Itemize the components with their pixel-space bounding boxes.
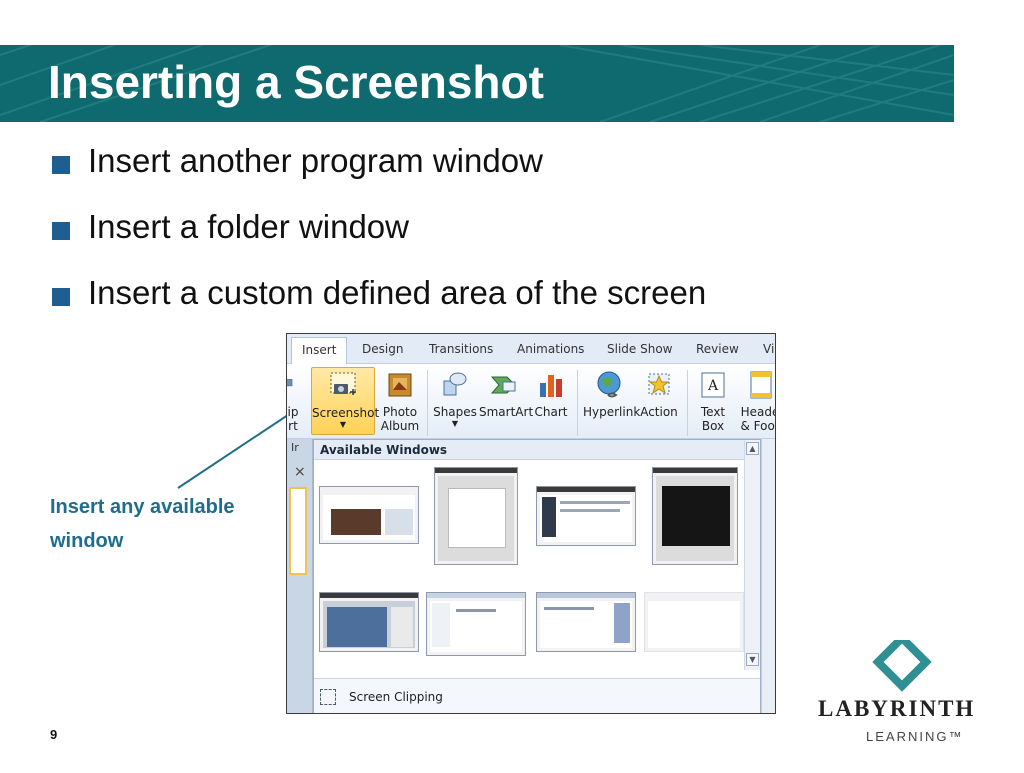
- tab-transitions[interactable]: Transitions: [429, 342, 494, 356]
- smartart-button[interactable]: SmartArt: [479, 367, 533, 435]
- logo-wordmark: LABYRINTH: [818, 696, 976, 721]
- group-label-fragment: Ir: [291, 441, 299, 454]
- screen-clipping-button[interactable]: Screen Clipping: [314, 678, 760, 713]
- ribbon-screenshot: Insert Design Transitions Animations Sli…: [286, 333, 776, 714]
- slide-thumbnail[interactable]: [289, 487, 307, 575]
- square-bullet-icon: [52, 222, 70, 240]
- bullet-text: Insert a custom defined area of the scre…: [88, 274, 707, 311]
- shapes-icon: [443, 372, 467, 396]
- window-thumbnail[interactable]: [644, 592, 744, 652]
- page-number: 9: [50, 727, 58, 742]
- smartart-icon: [490, 376, 516, 394]
- hyperlink-globe-icon: [597, 371, 621, 398]
- bullet-list: Insert another program window Insert a f…: [52, 142, 706, 340]
- svg-text:A: A: [707, 378, 719, 394]
- tab-slide-show[interactable]: Slide Show: [607, 342, 673, 356]
- window-thumbnail[interactable]: [536, 486, 636, 546]
- window-thumbnail[interactable]: [319, 592, 419, 652]
- labyrinth-diamond-icon: [872, 632, 932, 692]
- square-bullet-icon: [52, 288, 70, 306]
- ribbon-separator: [427, 370, 428, 436]
- tab-view[interactable]: Vi: [763, 342, 775, 356]
- shapes-button[interactable]: Shapes ▼: [433, 367, 477, 435]
- scroll-up-icon[interactable]: ▲: [746, 442, 759, 455]
- scroll-down-icon[interactable]: ▼: [746, 653, 759, 666]
- close-icon[interactable]: ×: [294, 464, 306, 480]
- window-thumbnail[interactable]: [426, 592, 526, 656]
- logo-subtitle: LEARNING™: [866, 729, 964, 744]
- chart-icon: [540, 375, 562, 397]
- photo-album-icon: [388, 373, 412, 397]
- slide-title: Inserting a Screenshot: [48, 56, 544, 108]
- gallery-heading: Available Windows: [314, 440, 760, 460]
- window-thumbnail[interactable]: [536, 592, 636, 652]
- right-pane-strip: [761, 439, 775, 713]
- bullet-item: Insert a folder window: [52, 208, 706, 274]
- action-button[interactable]: Action: [639, 367, 679, 435]
- bullet-item: Insert a custom defined area of the scre…: [52, 274, 706, 340]
- tab-insert[interactable]: Insert: [291, 337, 348, 364]
- window-thumbnail[interactable]: [319, 486, 419, 544]
- ribbon-separator: [687, 370, 688, 436]
- chevron-down-icon: ▼: [339, 420, 347, 429]
- chart-button[interactable]: Chart: [533, 367, 569, 435]
- title-band-pattern: [0, 45, 954, 122]
- header-footer-icon: [750, 371, 772, 399]
- tab-review[interactable]: Review: [696, 342, 739, 356]
- title-band: Inserting a Screenshot: [0, 45, 954, 122]
- text-box-button[interactable]: A Text Box: [693, 367, 733, 435]
- header-footer-button[interactable]: Heade & Foot: [737, 367, 775, 435]
- available-windows-gallery: Available Windows: [313, 439, 761, 713]
- screenshot-button[interactable]: Screenshot ▼: [311, 367, 379, 435]
- text-box-icon: A: [701, 372, 725, 398]
- window-thumbnail[interactable]: [652, 467, 738, 565]
- bullet-text: Insert a folder window: [88, 208, 409, 245]
- screen-clipping-label: Screen Clipping: [349, 690, 443, 704]
- ribbon-tab-bar: Insert Design Transitions Animations Sli…: [287, 334, 775, 364]
- labyrinth-logo: LABYRINTH LEARNING™: [810, 632, 1010, 750]
- window-thumbnail[interactable]: [434, 467, 518, 565]
- bullet-item: Insert another program window: [52, 142, 706, 208]
- clip-art-button[interactable]: ip rt: [287, 367, 303, 435]
- screenshot-icon: [330, 372, 356, 395]
- callout-text: Insert any available window: [50, 496, 235, 552]
- tab-design[interactable]: Design: [362, 342, 404, 356]
- photo-album-button[interactable]: Photo Album: [379, 367, 421, 435]
- ribbon-separator: [577, 370, 578, 436]
- screen-clipping-icon: [320, 689, 336, 705]
- chevron-down-icon: ▼: [451, 419, 459, 428]
- ribbon-toolbar: ip rt Screenshot ▼ Photo Album: [287, 364, 775, 439]
- square-bullet-icon: [52, 156, 70, 174]
- clip-art-icon: [287, 379, 293, 387]
- bullet-text: Insert another program window: [88, 142, 543, 179]
- hyperlink-button[interactable]: Hyperlink: [583, 367, 640, 435]
- slide-pane-strip: Ir ×: [287, 439, 313, 713]
- action-star-icon: [648, 373, 670, 395]
- tab-animations[interactable]: Animations: [517, 342, 585, 356]
- gallery-scrollbar[interactable]: ▲ ▼: [744, 440, 760, 670]
